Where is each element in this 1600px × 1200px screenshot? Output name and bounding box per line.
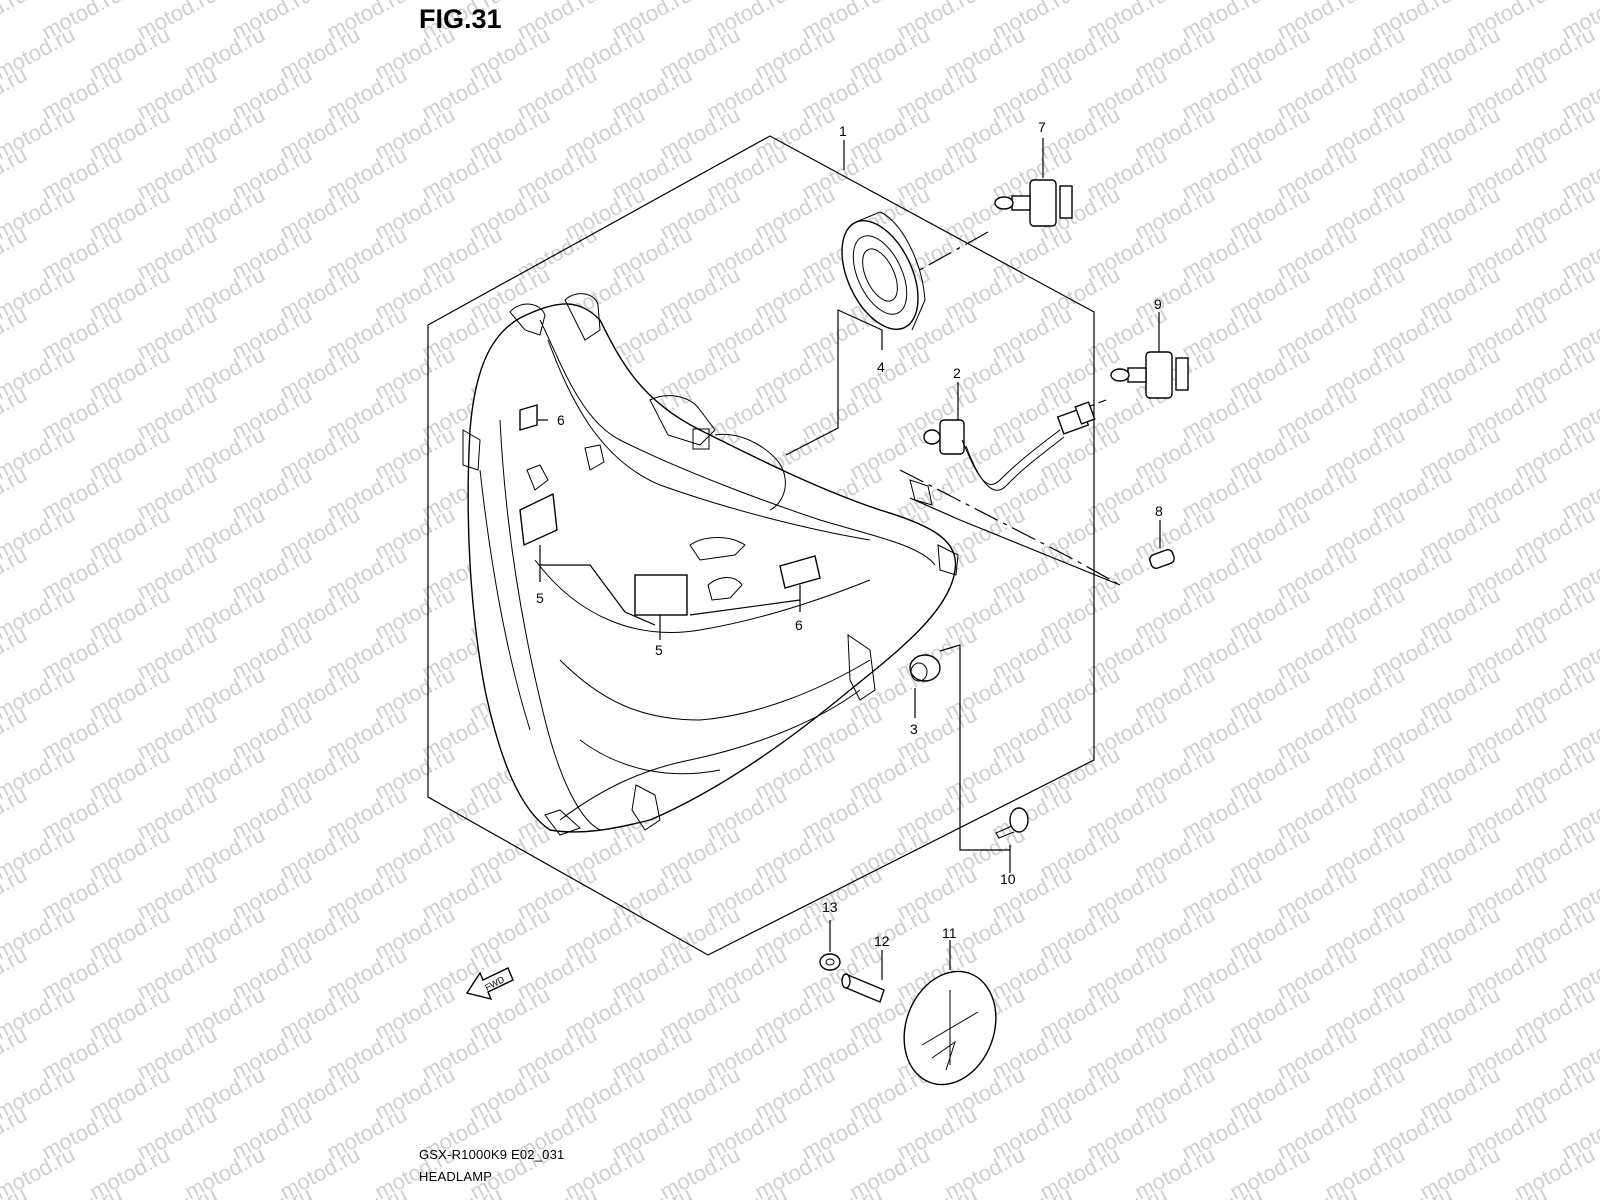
leader-lines bbox=[538, 138, 1161, 980]
part-8-bulb bbox=[1149, 549, 1175, 569]
label-plate-5a bbox=[519, 492, 558, 547]
watermark-text: motod.ru bbox=[513, 1182, 601, 1200]
headlamp-housing bbox=[462, 293, 959, 836]
part-9-bulb bbox=[1110, 351, 1189, 399]
figure-title: FIG.31 bbox=[419, 4, 502, 34]
callout-1: 1 bbox=[839, 123, 847, 139]
watermark-text: motod.ru bbox=[1558, 1182, 1600, 1200]
label-plate-5b bbox=[634, 574, 688, 616]
watermark-text: motod.ru bbox=[608, 1182, 696, 1200]
watermark-text: motod.ru bbox=[988, 1182, 1076, 1200]
part-3-grommet bbox=[909, 654, 941, 682]
model-code: GSX-R1000K9 E02_031 bbox=[419, 1147, 565, 1162]
callout-4: 4 bbox=[877, 359, 885, 375]
callout-6a: 6 bbox=[557, 412, 565, 428]
assembly-box bbox=[427, 135, 1095, 956]
part-7-bulb bbox=[994, 179, 1073, 227]
watermark-text: motod.ru bbox=[0, 0, 31, 44]
watermark-text: motod.ru bbox=[133, 1182, 221, 1200]
callout-12: 12 bbox=[874, 933, 890, 949]
callout-5a: 5 bbox=[536, 590, 544, 606]
part-13-washer bbox=[819, 953, 841, 971]
watermark-text: motod.ru bbox=[798, 1182, 886, 1200]
callout-2: 2 bbox=[953, 365, 961, 381]
callout-7: 7 bbox=[1038, 119, 1046, 135]
callout-6b: 6 bbox=[795, 617, 803, 633]
callout-5b: 5 bbox=[655, 642, 663, 658]
watermark-text: motod.ru bbox=[1083, 1182, 1171, 1200]
part-10-screw bbox=[995, 807, 1029, 839]
callout-13: 13 bbox=[822, 899, 838, 915]
watermark-text: motod.ru bbox=[703, 1182, 791, 1200]
watermark-text: motod.ru bbox=[1463, 1182, 1551, 1200]
part-4-boot bbox=[841, 211, 926, 331]
label-plate-6b bbox=[779, 555, 821, 589]
watermark-text: motod.ru bbox=[1178, 1182, 1266, 1200]
watermark-text: motod.ru bbox=[1368, 1182, 1456, 1200]
figure-name: HEADLAMP bbox=[419, 1169, 493, 1184]
label-plate-6a bbox=[519, 404, 538, 431]
watermark-text: motod.ru bbox=[1273, 1182, 1361, 1200]
part-11-cap bbox=[903, 970, 997, 1086]
callout-11: 11 bbox=[942, 925, 957, 941]
watermark-text: motod.ru bbox=[893, 1182, 981, 1200]
callout-10: 10 bbox=[1000, 871, 1016, 887]
callout-3: 3 bbox=[910, 721, 918, 737]
watermark-text: motod.ru bbox=[38, 1182, 126, 1200]
callout-8: 8 bbox=[1155, 503, 1163, 519]
callout-9: 9 bbox=[1154, 296, 1162, 312]
watermark-text: motod.ru bbox=[323, 1182, 411, 1200]
part-12-stud bbox=[841, 973, 885, 1003]
part-2-socket bbox=[923, 401, 1096, 491]
watermark-text: motod.ru bbox=[418, 1182, 506, 1200]
watermark-text: motod.ru bbox=[228, 1182, 316, 1200]
